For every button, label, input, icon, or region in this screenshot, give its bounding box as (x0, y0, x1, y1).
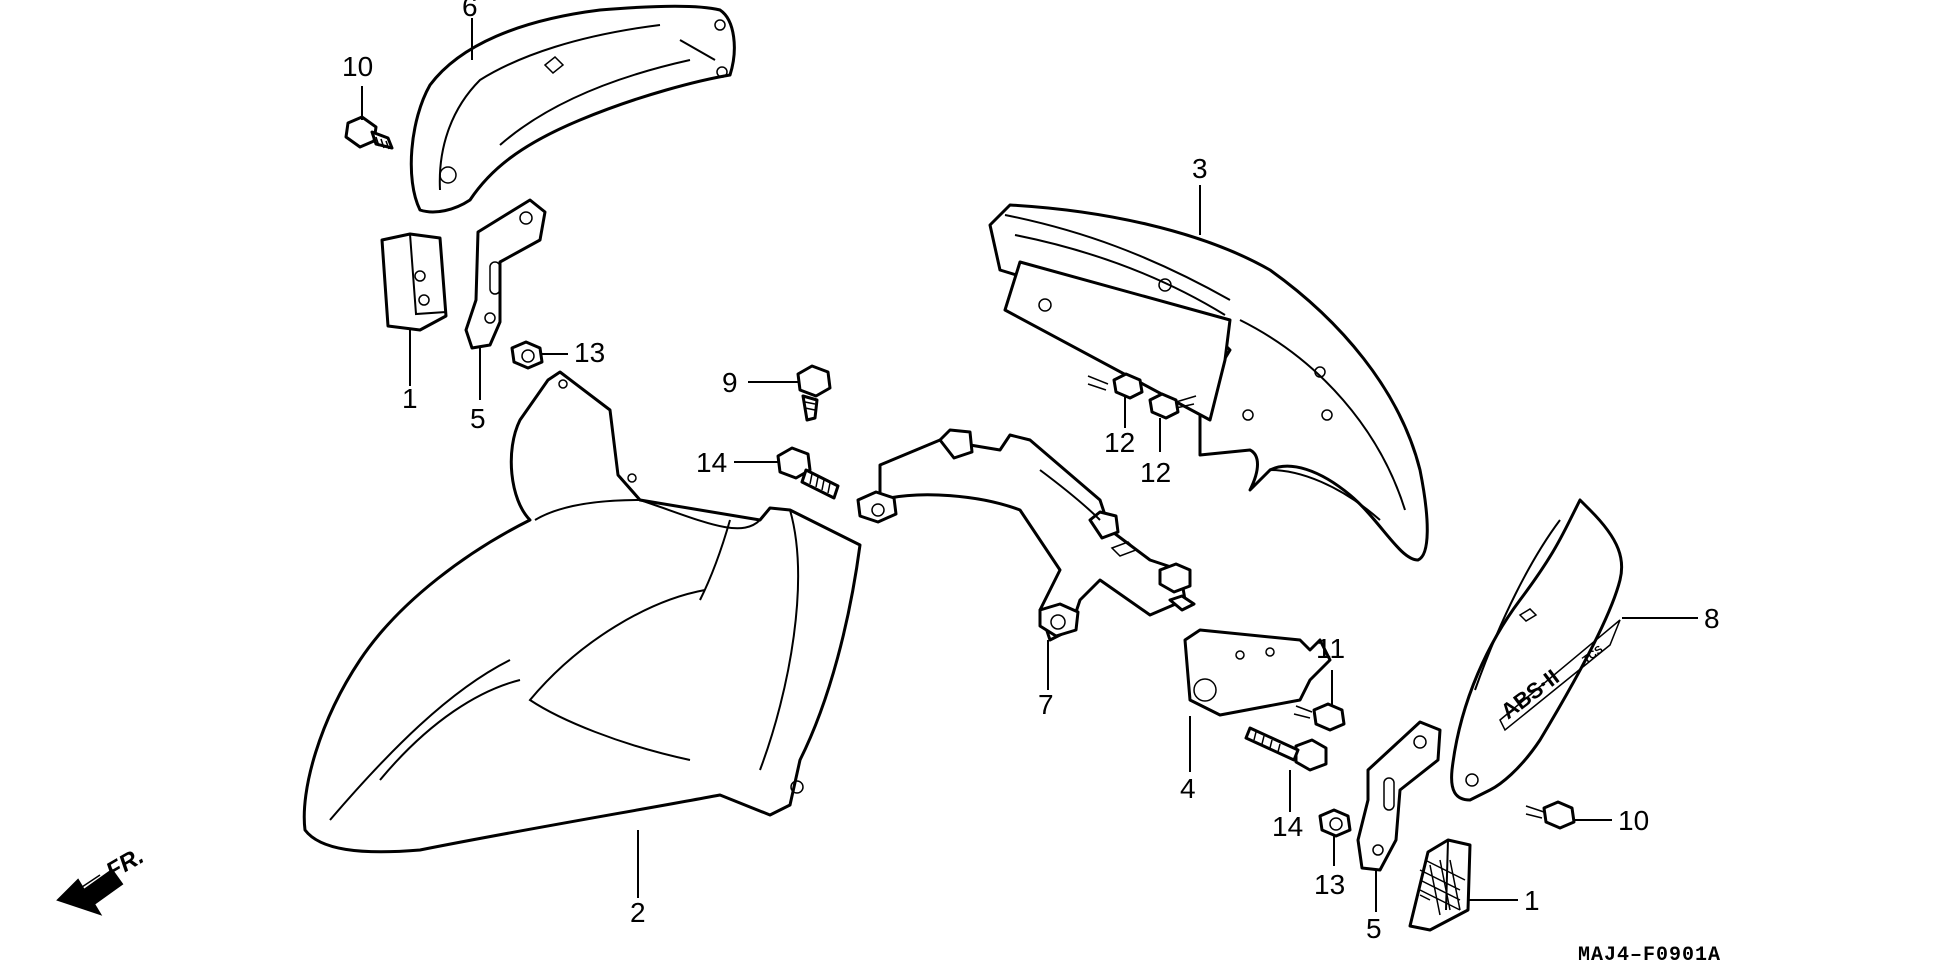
part-9-bolt (796, 364, 832, 422)
part-8-side-cover: ABS·II TCS (1450, 498, 1624, 802)
part-6-side-cover (409, 4, 736, 214)
part-10-screw-lower (1525, 800, 1576, 830)
part-1-reflector-upper (380, 232, 448, 332)
part-5-bracket-lower (1356, 720, 1442, 872)
callout-8: 8 (1704, 603, 1720, 634)
callout-1: 1 (1524, 885, 1540, 916)
part-13-nut-lower (1318, 808, 1352, 838)
part-2-fender-a (302, 370, 862, 854)
callout-10: 10 (1618, 805, 1649, 836)
callout-4: 4 (1180, 773, 1196, 804)
callout-14: 14 (696, 447, 727, 478)
part-4-bracket-plate (1183, 628, 1332, 717)
part-14-bolt-left (776, 446, 840, 500)
callout-10: 10 (342, 51, 373, 82)
part-5-bracket-upper (464, 198, 547, 350)
part-12-screw-b (1148, 392, 1197, 420)
callout-14: 14 (1272, 811, 1303, 842)
callout-13: 13 (1314, 869, 1345, 900)
callout-labels: 6 10 13 1 5 3 9 14 12 12 8 11 7 4 14 10 … (342, 0, 1720, 944)
callout-13: 13 (574, 337, 605, 368)
callout-12: 12 (1140, 457, 1171, 488)
callout-3: 3 (1192, 153, 1208, 184)
callout-1: 1 (402, 383, 418, 414)
part-1-reflector-lower (1408, 838, 1472, 932)
leader-lines (361, 18, 1698, 912)
callout-5: 5 (1366, 913, 1382, 944)
callout-6: 6 (462, 0, 478, 22)
front-direction-arrow: FR. (56, 842, 148, 916)
part-13-nut-upper (510, 340, 544, 370)
callout-9: 9 (722, 367, 738, 398)
callout-7: 7 (1038, 689, 1054, 720)
part-10-screw-upper (344, 115, 394, 150)
callout-12: 12 (1104, 427, 1135, 458)
part-11-screw (1293, 702, 1346, 732)
part-14-bolt-right (1244, 726, 1328, 772)
callout-11: 11 (1316, 633, 1345, 664)
part-3-fender-b (988, 203, 1429, 562)
callout-2: 2 (630, 897, 646, 928)
part-7-fender-stay (856, 428, 1196, 642)
part-12-screw-a (1087, 372, 1144, 400)
diagram-code: MAJ4–F0901A (1578, 944, 1721, 965)
callout-5: 5 (470, 403, 486, 434)
